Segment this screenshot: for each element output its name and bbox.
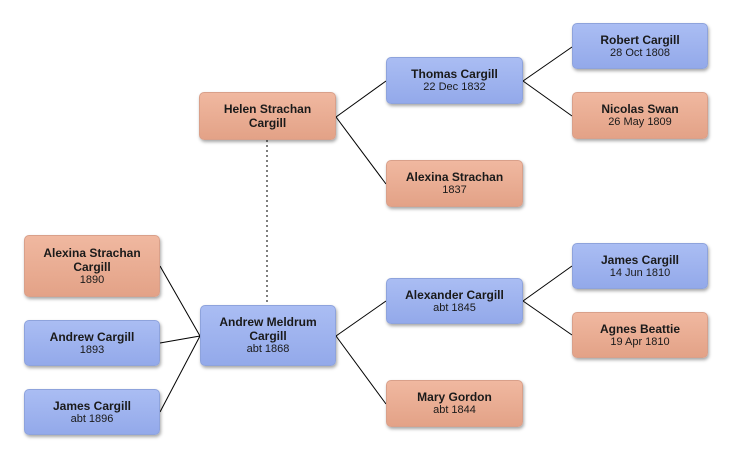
parent-link (522, 46, 573, 82)
parent-link (522, 80, 573, 117)
person-date: abt 1845 (433, 301, 476, 314)
person-alexina-strachan-cargill[interactable]: Alexina Strachan Cargill 1890 (24, 235, 160, 297)
parent-link (522, 300, 573, 336)
person-james-cargill-1896[interactable]: James Cargill abt 1896 (24, 389, 160, 435)
parent-link (335, 335, 387, 405)
person-name: Mary Gordon (417, 390, 492, 404)
person-date: 26 May 1809 (608, 116, 672, 128)
parent-link (335, 300, 387, 337)
child-link (159, 335, 201, 344)
person-name: Cargill (249, 329, 287, 343)
person-mary-gordon[interactable]: Mary Gordon abt 1844 (386, 380, 523, 427)
person-name: Nicolas Swan (601, 102, 679, 116)
person-alexander-cargill[interactable]: Alexander Cargill abt 1845 (386, 278, 523, 324)
person-name: Andrew Cargill (49, 329, 135, 344)
person-name: Cargill (248, 116, 287, 130)
person-name: Agnes Beattie (599, 321, 681, 336)
person-date: abt 1844 (433, 404, 476, 416)
person-name: Alexander Cargill (405, 287, 504, 302)
person-date: 14 Jun 1810 (609, 266, 671, 279)
person-date: 28 Oct 1808 (610, 46, 670, 59)
person-robert-cargill[interactable]: Robert Cargill 28 Oct 1808 (572, 23, 708, 69)
parent-link (522, 265, 573, 302)
person-name: James Cargill (52, 398, 132, 413)
person-name: Helen Strachan (223, 102, 312, 116)
person-helen-strachan-cargill[interactable]: Helen Strachan Cargill (199, 92, 336, 140)
person-james-cargill-1810[interactable]: James Cargill 14 Jun 1810 (572, 243, 708, 289)
person-name: Thomas Cargill (411, 67, 498, 81)
person-name: Andrew Meldrum (219, 315, 317, 329)
parent-link (335, 80, 387, 118)
person-nicolas-swan[interactable]: Nicolas Swan 26 May 1809 (572, 92, 708, 139)
person-date: 1893 (79, 343, 105, 356)
person-thomas-cargill[interactable]: Thomas Cargill 22 Dec 1832 (386, 57, 523, 104)
person-name: Cargill (73, 259, 111, 274)
person-andrew-cargill[interactable]: Andrew Cargill 1893 (24, 320, 160, 366)
person-name: Alexina Strachan (405, 170, 504, 184)
person-alexina-strachan[interactable]: Alexina Strachan 1837 (386, 160, 523, 207)
person-andrew-meldrum-cargill[interactable]: Andrew Meldrum Cargill abt 1868 (200, 305, 336, 366)
person-date: 1837 (442, 184, 467, 196)
person-name: James Cargill (600, 252, 680, 267)
child-link (159, 335, 201, 413)
person-date: abt 1868 (246, 343, 290, 355)
person-agnes-beattie[interactable]: Agnes Beattie 19 Apr 1810 (572, 312, 708, 358)
person-name: Alexina Strachan (43, 245, 141, 260)
person-date: 19 Apr 1810 (610, 335, 670, 348)
parent-link (335, 116, 387, 185)
person-date: 22 Dec 1832 (423, 81, 486, 93)
person-name: Robert Cargill (600, 32, 680, 47)
person-date: 1890 (79, 273, 105, 286)
child-link (159, 265, 201, 337)
person-date: abt 1896 (70, 412, 114, 425)
